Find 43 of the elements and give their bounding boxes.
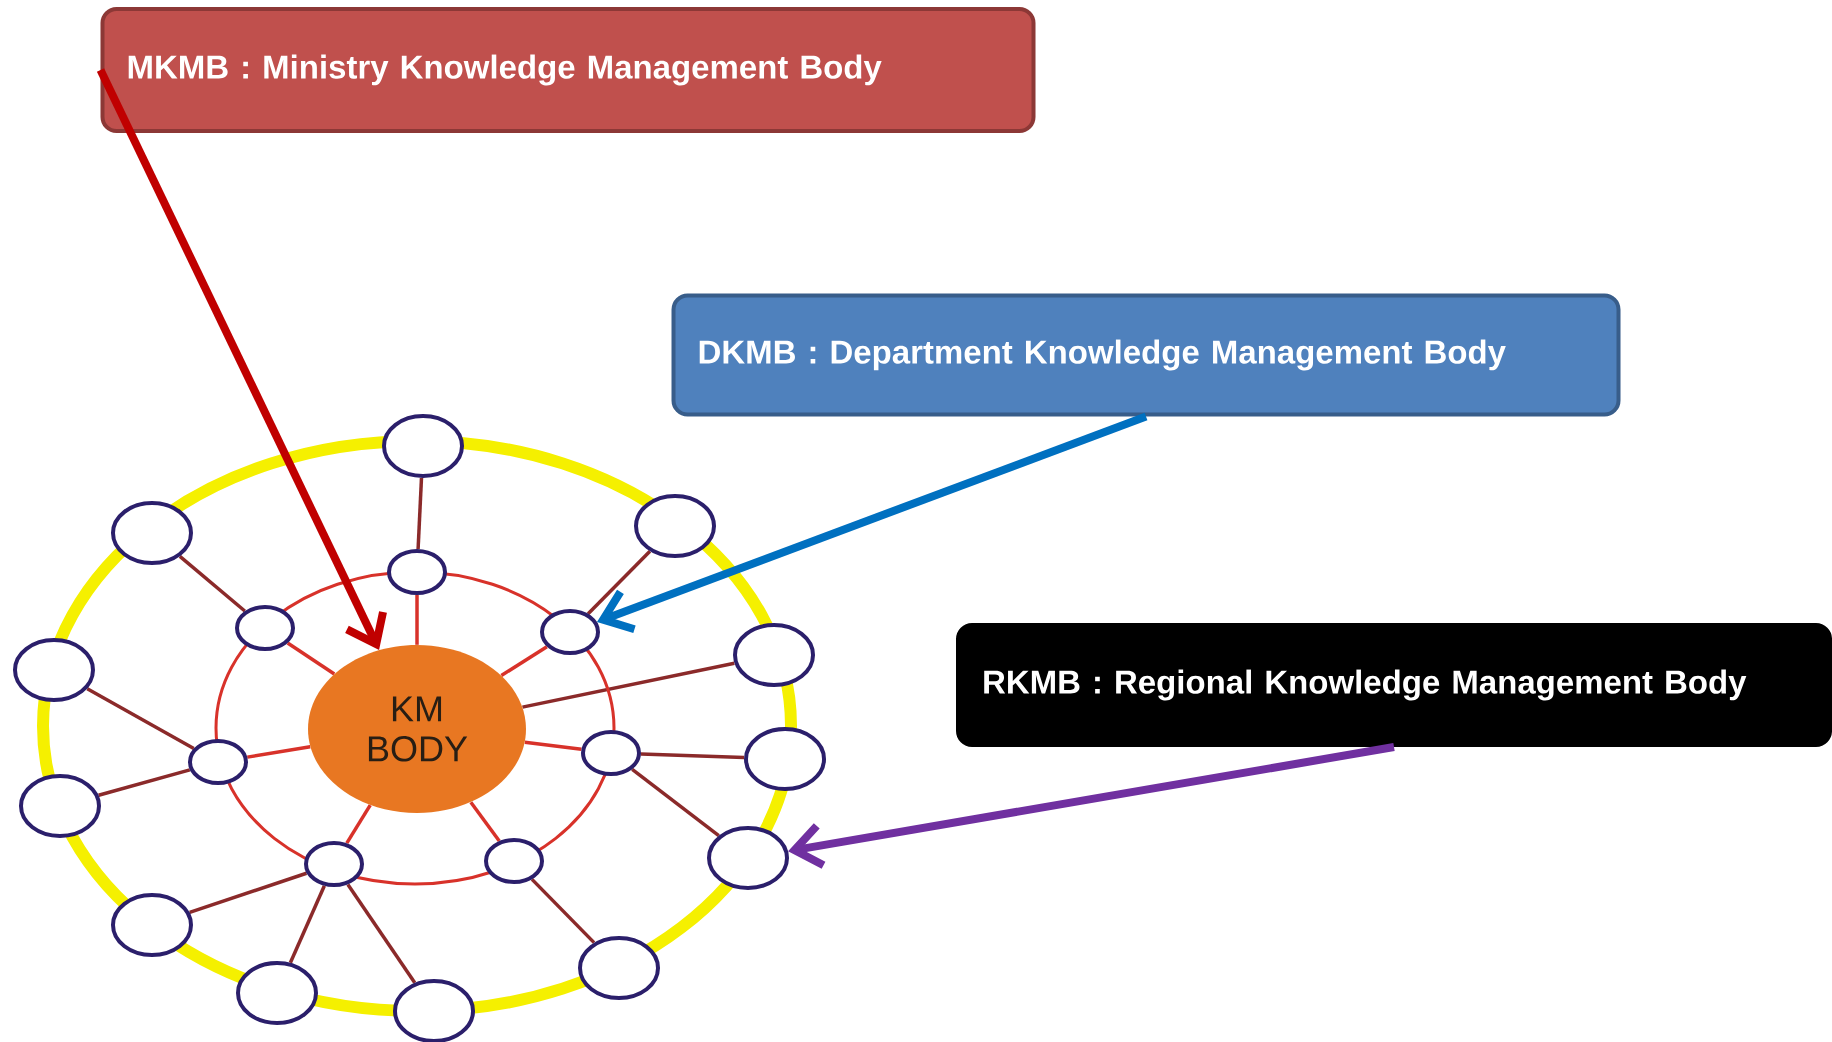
connector-line (530, 878, 596, 944)
connector-line (522, 661, 735, 709)
connector-line (189, 871, 308, 915)
node-circle (707, 826, 789, 890)
connector-line (86, 687, 195, 750)
node-circle (13, 638, 95, 702)
connector-line (524, 740, 582, 752)
connector-line (178, 555, 246, 613)
connector-line (286, 641, 336, 676)
node-circle (19, 774, 101, 838)
title-box: DKMB : Department Knowledge Management Body (671, 293, 1621, 417)
node-circle (235, 605, 295, 651)
connector-line (631, 767, 720, 837)
connector-line (247, 745, 311, 759)
node-circle (744, 727, 826, 791)
node-circle (382, 414, 464, 478)
node-circle (578, 936, 660, 1000)
node-circle (733, 623, 815, 687)
connector-line (415, 595, 419, 645)
connector-line (500, 645, 548, 677)
connector-line (346, 883, 417, 984)
node-circle (634, 494, 716, 558)
node-circle (581, 730, 641, 776)
arrow (596, 412, 1148, 634)
connector-line (288, 885, 326, 964)
connector-line (640, 752, 745, 760)
node-circle (540, 609, 600, 655)
node-circle (111, 893, 193, 957)
arrow (96, 68, 387, 651)
node-circle (387, 549, 447, 595)
node-circle (236, 961, 318, 1025)
node-circle (304, 841, 364, 887)
connector-line (98, 768, 191, 797)
connector-line (416, 477, 424, 550)
connector-line (469, 801, 501, 842)
connector-line (345, 804, 372, 845)
connector-line (586, 550, 652, 615)
node-circle (188, 739, 248, 785)
node-circle (393, 979, 475, 1042)
title-box: MKMB : Ministry Knowledge Management Body (100, 7, 1036, 133)
title-box: RKMB : Regional Knowledge Management Body (956, 623, 1832, 747)
node-circle (484, 838, 544, 884)
node-circle (111, 501, 193, 565)
